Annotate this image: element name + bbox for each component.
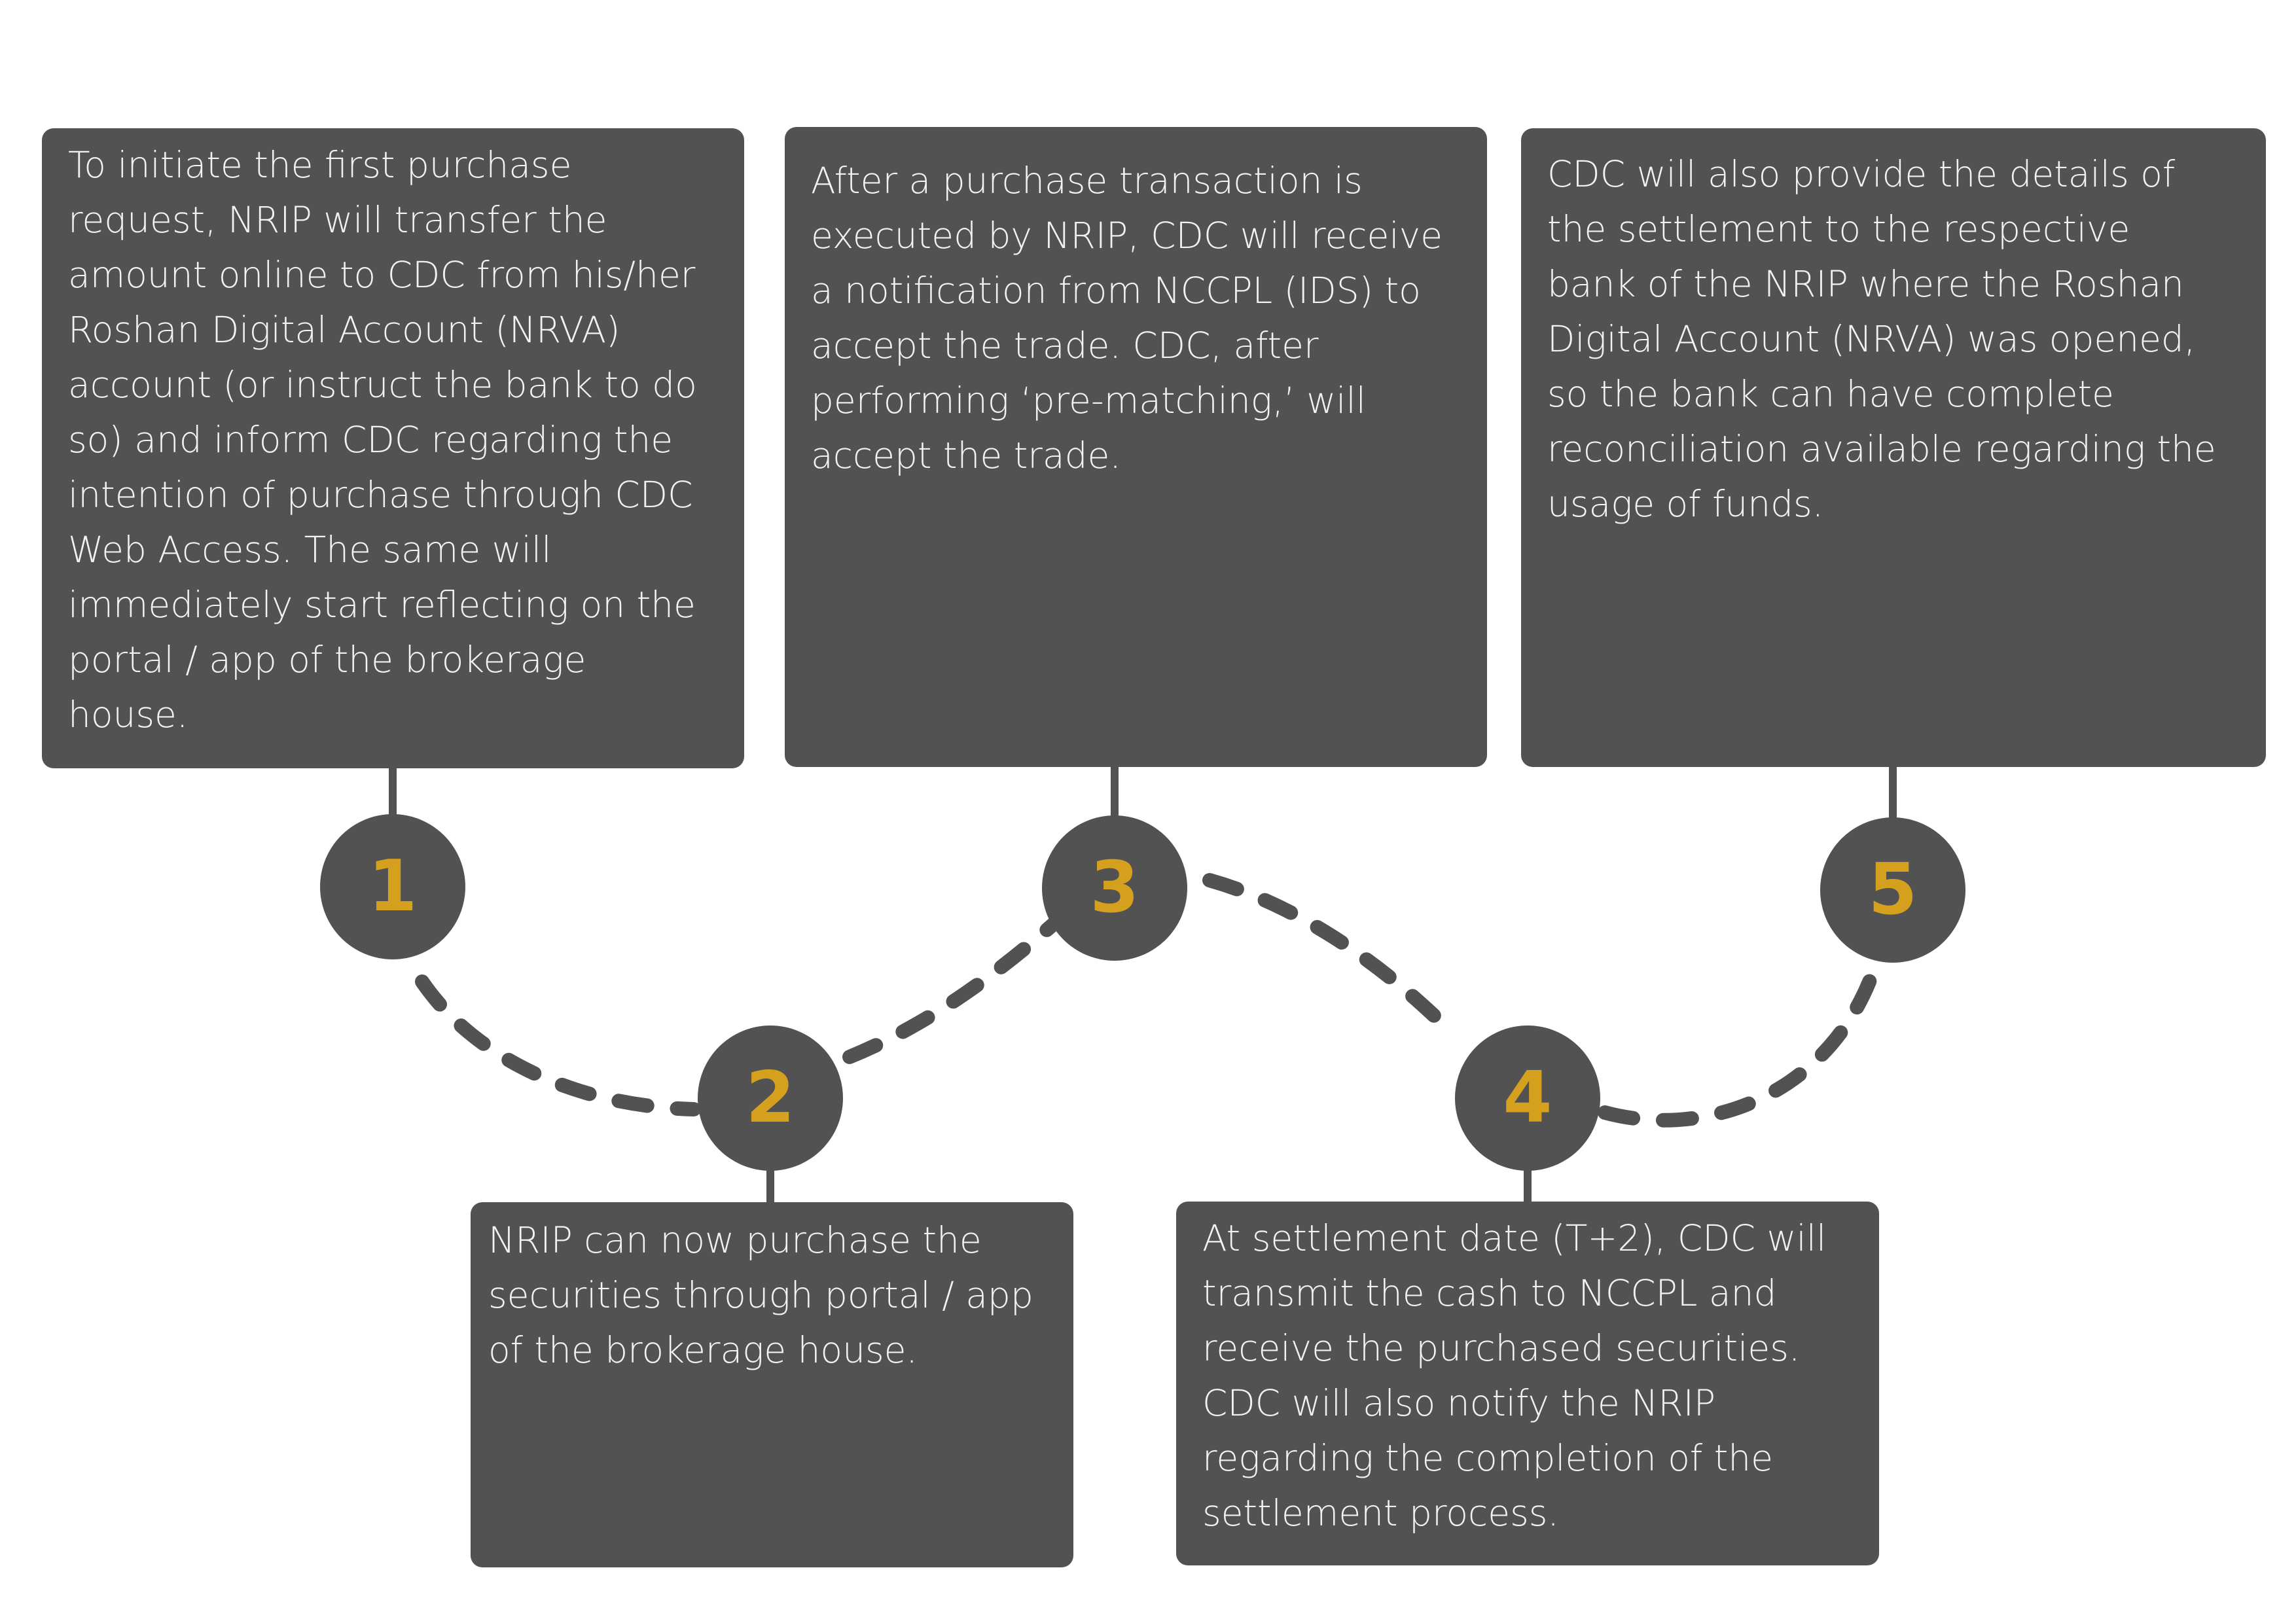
step-3-number: 3 xyxy=(1042,815,1187,961)
step-5-description: CDC will also provide the details of the… xyxy=(1521,128,2266,767)
dashed-path-2-3 xyxy=(842,916,1062,1064)
step-5-number: 5 xyxy=(1820,817,1965,963)
step-1-description: To initiate the first purchase request, … xyxy=(42,128,744,768)
step-2-number: 2 xyxy=(698,1026,843,1171)
step-2-description: NRIP can now purchase the securities thr… xyxy=(471,1202,1073,1567)
step-4-number: 4 xyxy=(1455,1026,1600,1171)
step-3-description: After a purchase transaction is executed… xyxy=(785,127,1487,767)
step-1-number: 1 xyxy=(320,814,465,959)
step-4-description: At settlement date (T+2), CDC will trans… xyxy=(1176,1202,1879,1565)
dashed-path-3-4 xyxy=(1202,873,1459,1040)
dashed-path-1-2 xyxy=(415,974,701,1116)
dashed-path-4-5 xyxy=(1598,965,1880,1128)
